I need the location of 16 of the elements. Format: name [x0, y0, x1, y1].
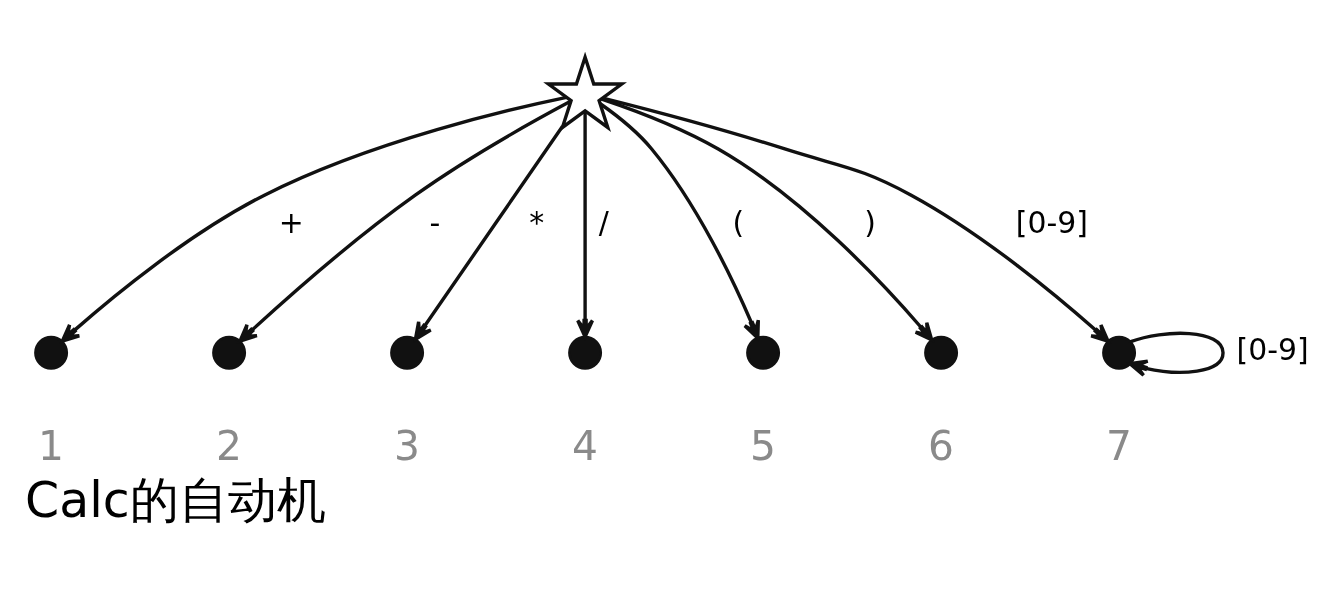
- node-label: 7: [1106, 421, 1133, 470]
- node-label: 4: [572, 421, 599, 470]
- edge-label: [0-9]: [1015, 204, 1088, 240]
- edge-label: /: [598, 204, 609, 240]
- edge-label: -: [429, 204, 441, 240]
- node-label: 5: [750, 421, 777, 470]
- node-label: 2: [216, 421, 243, 470]
- node-label: 6: [928, 421, 955, 470]
- edge-label: [0-9]: [1236, 331, 1309, 367]
- node-label: 3: [394, 421, 421, 470]
- node-label: 1: [38, 421, 65, 470]
- edge-label: +: [278, 204, 304, 240]
- edge-label: *: [529, 204, 545, 240]
- caption: Calc的自动机: [25, 471, 326, 529]
- edge-label: (: [732, 204, 745, 240]
- edge-label: ): [864, 204, 876, 240]
